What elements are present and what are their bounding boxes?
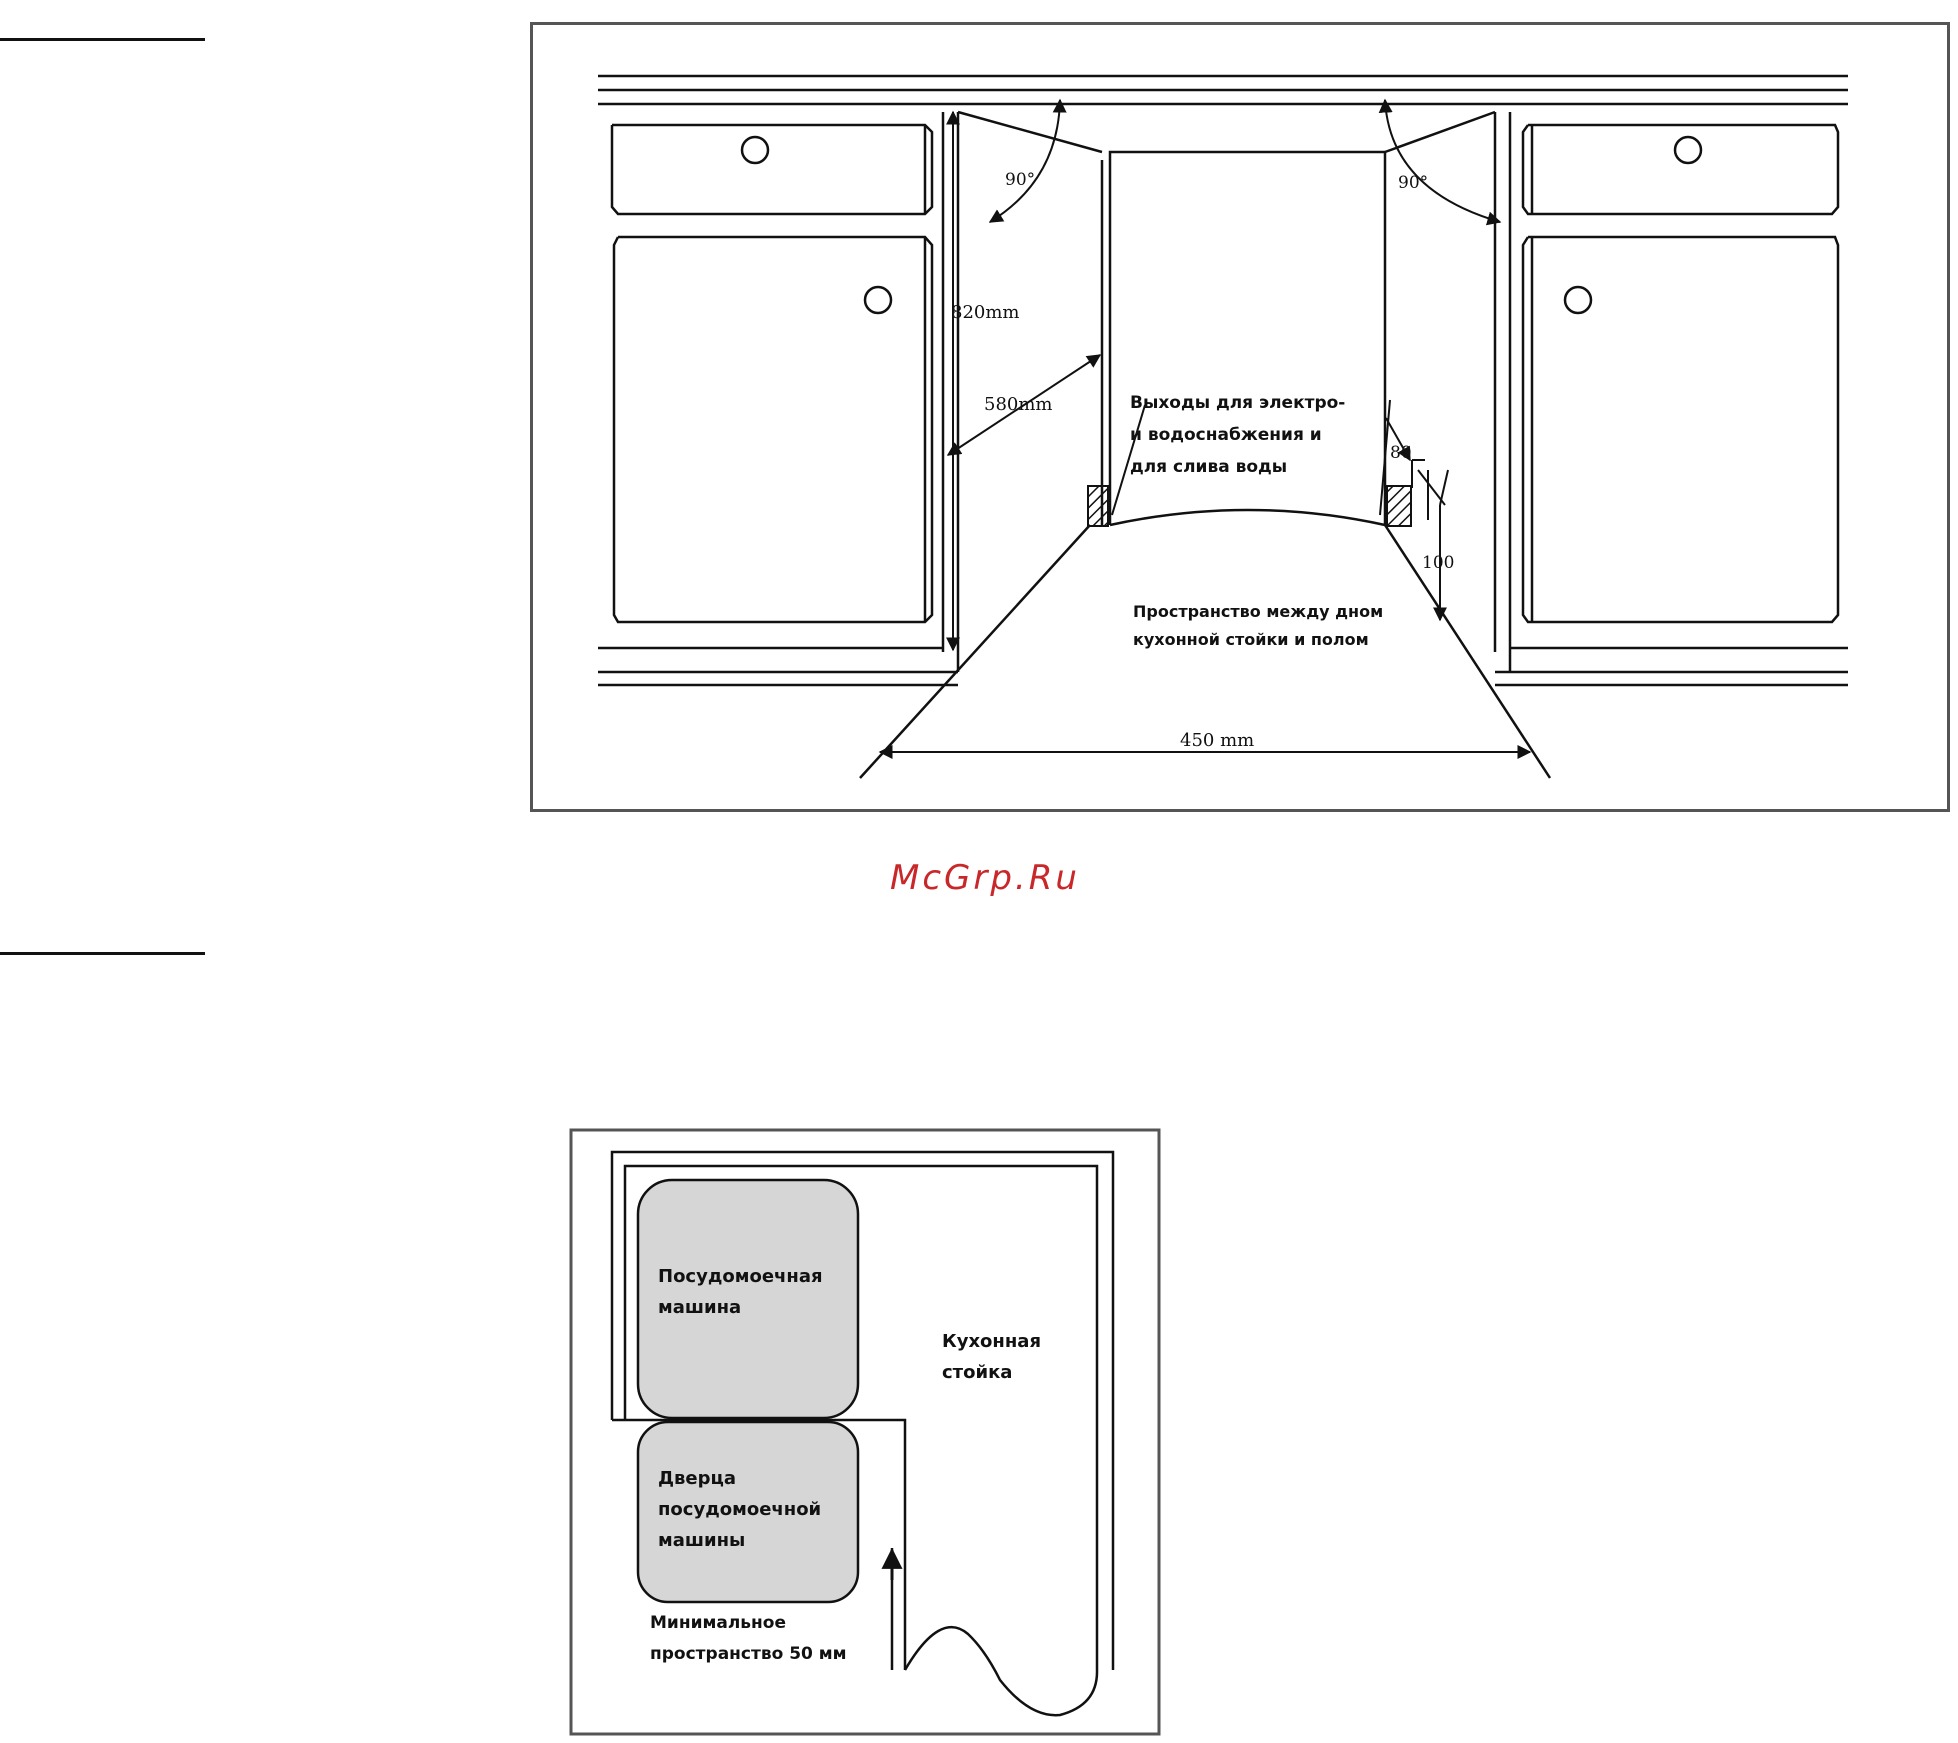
left-door-knob [865,287,891,313]
right-door-knob [1565,287,1591,313]
right-drawer-knob [1675,137,1701,163]
dishwasher-label-line1: Посудомоечная [658,1266,823,1287]
depth-dimension-label: 580mm [984,394,1053,415]
right-cabinet [1495,112,1848,685]
space-label-line1: Пространство между дном [1133,602,1383,621]
door-label-line3: машины [658,1530,745,1551]
outlets-label-line1: Выходы для электро- [1130,393,1345,413]
min-space-label-line2: пространство 50 мм [650,1644,847,1664]
dishwasher-label-line2: машина [658,1297,741,1318]
outlets-label-line2: и водоснабжения и [1130,425,1322,445]
angle-left-label: 90° [1005,170,1035,190]
watermark-text: McGrp.Ru [890,858,1080,898]
dim-80-label: 80 [1390,443,1412,463]
angle-right-label: 90° [1398,173,1428,193]
height-dimension-label: 820mm [951,302,1020,323]
left-cabinet [598,112,958,685]
door-label-line1: Дверца [658,1468,736,1489]
right-utility-outlet [1387,486,1411,526]
counter-label-line2: стойка [942,1362,1012,1383]
outlets-label-line3: для слива воды [1130,457,1287,477]
width-dimension-label: 450 mm [1180,730,1254,751]
left-drawer-knob [742,137,768,163]
door-label-line2: посудомоечной [658,1499,821,1520]
dim-100-label: 100 [1422,553,1454,573]
space-label-line2: кухонной стойки и полом [1133,630,1369,649]
countertop [598,76,1848,104]
left-utility-outlet [1088,486,1108,526]
counter-label-line1: Кухонная [942,1331,1041,1352]
min-space-label-line1: Минимальное [650,1613,786,1633]
